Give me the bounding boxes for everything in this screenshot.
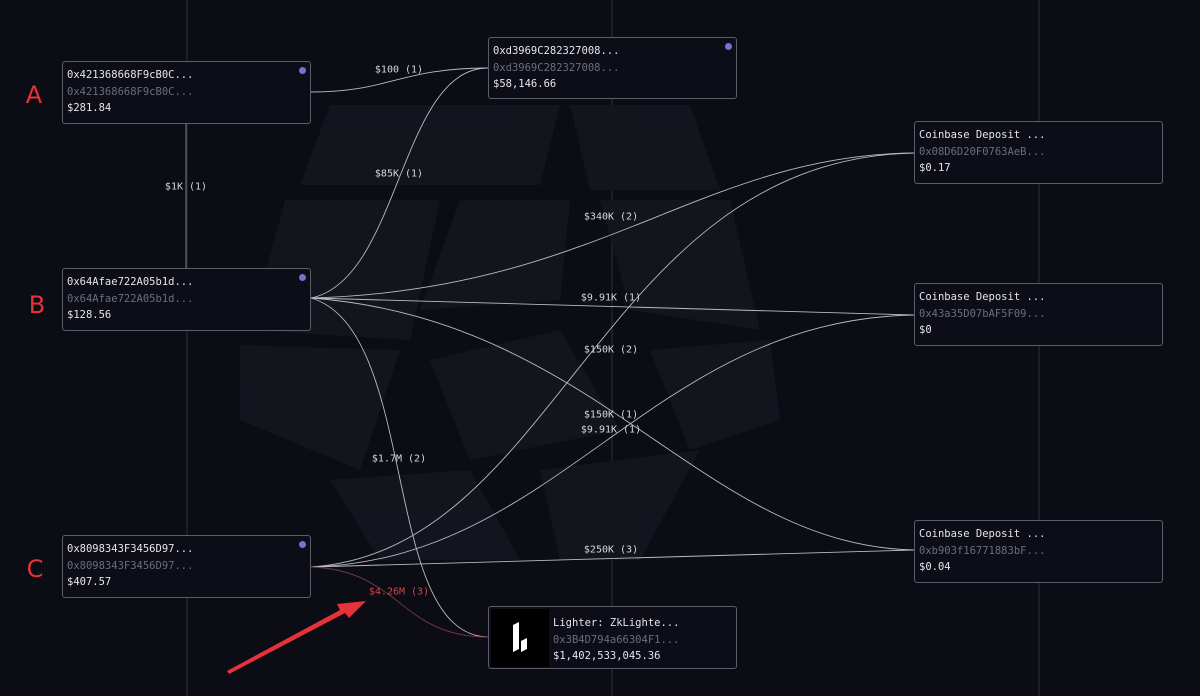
node-lighter[interactable]: Lighter: ZkLighte... 0x3B4D794a66304F1..…	[488, 606, 737, 669]
status-dot-icon	[725, 43, 732, 50]
edge-b-cb3	[310, 297, 915, 551]
node-label: 0x421368668F9cB0C...	[67, 69, 194, 81]
node-balance: $0.04	[919, 561, 951, 573]
node-coinbase-2[interactable]: Coinbase Deposit ... 0x43a35D07bAF5F09..…	[914, 283, 1163, 346]
edge-label: $150K (1)	[583, 409, 639, 421]
edge-label: $85K (1)	[374, 168, 424, 180]
node-address: 0x64Afae722A05b1d...	[67, 292, 194, 305]
edge-c-cb1	[310, 152, 915, 568]
node-label: Coinbase Deposit ...	[919, 291, 1046, 303]
edge-b-cb1	[310, 152, 915, 299]
edge-label: $1K (1)	[164, 181, 208, 193]
edge-c-cb3	[310, 549, 915, 568]
node-balance: $1,402,533,045.36	[553, 650, 661, 662]
node-address: 0x421368668F9cB0C...	[67, 85, 194, 98]
node-address: 0x08D6D20F0763AeB...	[919, 145, 1046, 158]
node-c[interactable]: 0x8098343F3456D97... 0x8098343F3456D97..…	[62, 535, 311, 598]
edge-label: $1.7M (2)	[371, 453, 427, 465]
node-address: 0x3B4D794a66304F1...	[553, 633, 680, 646]
node-label: 0x64Afae722A05b1d...	[67, 276, 194, 288]
edge-c-lighter	[310, 566, 489, 638]
node-label: Coinbase Deposit ...	[919, 528, 1046, 540]
node-balance: $281.84	[67, 102, 112, 114]
grid-line	[186, 0, 188, 696]
edge-c-cb2	[310, 314, 915, 568]
status-dot-icon	[299, 541, 306, 548]
node-b[interactable]: 0x64Afae722A05b1d... 0x64Afae722A05b1d..…	[62, 268, 311, 331]
node-label: 0x8098343F3456D97...	[67, 543, 194, 555]
edge-b-cb2	[310, 297, 915, 316]
node-balance: $128.56	[67, 309, 112, 321]
node-label: Coinbase Deposit ...	[919, 129, 1046, 141]
edge-label: $9.91K (1)	[580, 424, 642, 436]
node-d[interactable]: 0xd3969C282327008... 0xd3969C282327008..…	[488, 37, 737, 99]
node-a[interactable]: 0x421368668F9cB0C... 0x421368668F9cB0C..…	[62, 61, 311, 124]
node-balance: $407.57	[67, 576, 112, 588]
edge-label: $9.91K (1)	[580, 292, 642, 304]
node-coinbase-1[interactable]: Coinbase Deposit ... 0x08D6D20F0763AeB..…	[914, 121, 1163, 184]
edge-b-d	[310, 67, 489, 299]
edge-label: $150K (2)	[583, 344, 639, 356]
annotation-c: C	[26, 555, 44, 583]
node-label: 0xd3969C282327008...	[493, 45, 620, 57]
annotation-b: B	[28, 291, 46, 319]
node-address: 0xb903f16771883bF...	[919, 544, 1046, 557]
node-coinbase-3[interactable]: Coinbase Deposit ... 0xb903f16771883bF..…	[914, 520, 1163, 583]
grid-line	[611, 0, 613, 696]
node-balance: $58,146.66	[493, 78, 557, 90]
edge-b-lighter	[310, 297, 489, 638]
grid-line	[1038, 0, 1040, 696]
annotation-a: A	[25, 81, 43, 109]
edge-label-highlighted: $4.26M (3)	[368, 586, 430, 598]
node-balance: $0.17	[919, 162, 951, 174]
status-dot-icon	[299, 274, 306, 281]
status-dot-icon	[299, 67, 306, 74]
edge-label: $250K (3)	[583, 544, 639, 556]
lighter-logo-icon	[491, 609, 549, 667]
edge-label: $100 (1)	[374, 64, 424, 76]
edge-a-d	[310, 67, 489, 93]
node-address: 0x8098343F3456D97...	[67, 559, 194, 572]
node-balance: $0	[919, 324, 932, 336]
node-address: 0xd3969C282327008...	[493, 61, 620, 74]
edge-label: $340K (2)	[583, 211, 639, 223]
node-label: Lighter: ZkLighte...	[553, 617, 680, 629]
node-address: 0x43a35D07bAF5F09...	[919, 307, 1046, 320]
